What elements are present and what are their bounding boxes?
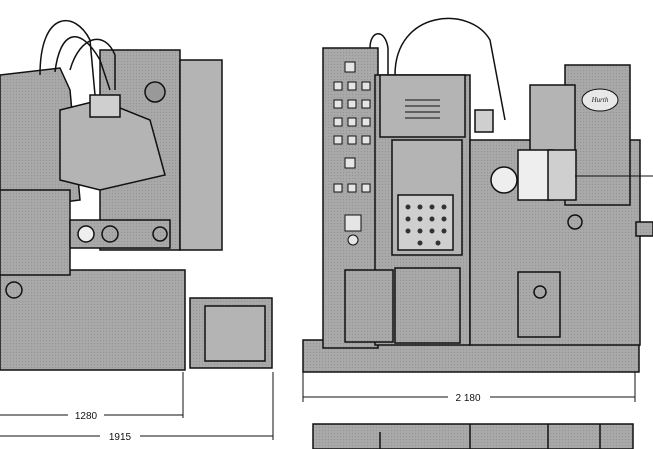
- left-coolant-tank-panel: [204, 305, 266, 362]
- left-machine-base-knob: [5, 281, 23, 299]
- left-machine-side-view: [0, 19, 273, 371]
- left-machine-motor: [89, 94, 121, 118]
- control-cabinet-buttons: [333, 61, 371, 246]
- lower-center-panel: [394, 267, 461, 344]
- keypad-buttons: [405, 204, 447, 246]
- left-machine-column: [0, 189, 71, 276]
- plan-view-strip: [312, 423, 634, 449]
- lower-left-panel: [344, 269, 394, 343]
- vent-grille: [405, 99, 440, 119]
- left-machine-side-panel: [179, 59, 223, 251]
- right-machine-hoses: [369, 17, 506, 121]
- gear-workpiece: [517, 149, 554, 201]
- lower-right-panel: [517, 271, 561, 338]
- workhead-housing: [529, 84, 576, 156]
- table-knob: [567, 214, 583, 230]
- left-machine-hoses: [39, 19, 116, 96]
- left-machine-base: [0, 269, 186, 371]
- lower-right-knob: [533, 285, 547, 299]
- left-control-knob: [101, 225, 119, 243]
- side-handwheel: [635, 221, 653, 237]
- left-dimension-lines: [0, 372, 274, 440]
- dimension-left-inner: 1280: [75, 411, 98, 422]
- left-control-knob-small: [152, 226, 168, 242]
- right-machine-front-view: [302, 17, 653, 373]
- left-machine-porthole: [144, 81, 166, 103]
- pump-unit: [474, 109, 494, 133]
- right-dimension-lines: [302, 175, 653, 402]
- brand-badge: [581, 88, 619, 112]
- button-keypad: [397, 194, 454, 251]
- tailstock: [547, 149, 577, 201]
- brand-badge-text: Hurth: [591, 96, 609, 104]
- spindle-wheel: [490, 166, 518, 194]
- dimension-left-outer: 1915: [109, 432, 132, 443]
- left-indicator-lamp: [77, 225, 95, 243]
- dimension-right-width: 2 180: [455, 393, 480, 404]
